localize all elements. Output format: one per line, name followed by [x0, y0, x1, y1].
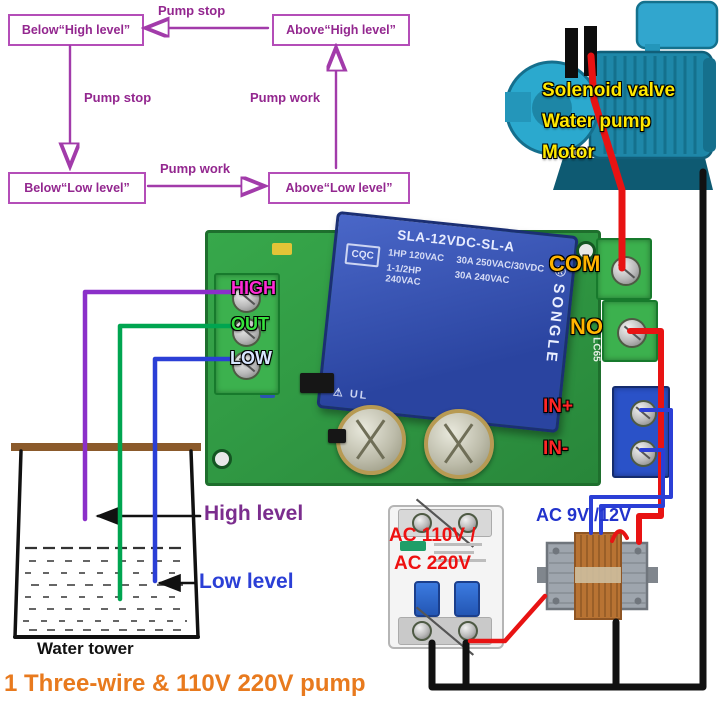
flow-box-label: Below“High level” [21, 23, 131, 37]
tank-rim [11, 443, 201, 451]
flow-box-label: Above“High level” [286, 23, 396, 37]
water-hatching [23, 546, 187, 631]
high-terminal-screw [232, 284, 261, 313]
in-plus-screw [630, 400, 657, 427]
pump-terminal-post-1 [565, 28, 578, 78]
coil-tape [575, 567, 621, 583]
high-level-label: High level [204, 502, 304, 525]
flow-label-pump-stop-top: Pump stop [158, 3, 226, 18]
core-bolt [552, 547, 560, 555]
transformer-illustration [537, 532, 658, 620]
no-screw [617, 318, 647, 348]
terminal-label-no: NO [570, 314, 603, 339]
pump-head-face [532, 88, 572, 128]
breaker-screw [458, 621, 478, 641]
ic-chip [300, 373, 334, 393]
tank-wall-right [189, 449, 200, 639]
flow-label-pump-work-bottom: Pump work [160, 161, 231, 176]
in-minus-screw [630, 440, 657, 467]
relay: SLA-12VDC-SL-A CQC 1HP 120VAC 30A 250VAC… [316, 210, 579, 434]
pump-inlet [505, 92, 531, 122]
relay-ratings: 1HP 120VAC 30A 250VAC/30VDC 1-1/2HP 240V… [385, 247, 545, 300]
diagram-title: 1 Three-wire & 110V 220V pump [4, 670, 366, 697]
breaker-voltage-label-2: AC 220V [394, 553, 472, 574]
low-level-label: Low level [199, 570, 294, 593]
transistor [328, 429, 346, 443]
pump-label-motor: Motor [542, 142, 595, 163]
ul-mark: UL [349, 388, 370, 403]
flow-label-pump-stop-left: Pump stop [84, 90, 152, 105]
breaker-toggle [414, 581, 440, 617]
terminal-label-in-plus: IN+ [543, 396, 574, 417]
pump-illustration [505, 0, 719, 190]
pump-label-water-pump: Water pump [542, 111, 652, 132]
cqc-mark: CQC [344, 243, 381, 268]
terminal-label-in-minus: IN- [543, 438, 569, 459]
flow-box-below-low: Below“Low level” [8, 172, 146, 204]
core-bolt [634, 597, 642, 605]
low-terminal-screw [232, 351, 261, 380]
flow-box-label: Below“Low level” [24, 181, 130, 195]
flow-box-above-high: Above“High level” [272, 14, 410, 46]
relay-rating: 30A 240VAC [454, 269, 510, 287]
component-capacitor-yellow [272, 243, 292, 255]
no-terminal-block [602, 300, 658, 362]
relay-cert-marks: ⚠ UL [332, 385, 369, 402]
pump-label-solenoid-valve: Solenoid valve [542, 80, 676, 101]
flow-box-below-high: Below“High level” [8, 14, 144, 46]
core-bolt [552, 597, 560, 605]
power-input-terminal-block [612, 386, 670, 478]
breaker-brand-mark [400, 541, 426, 551]
pump-terminal-post-2 [584, 26, 597, 76]
breaker-voltage-label-1: AC 110V / [389, 525, 476, 546]
warning-triangle-icon: ⚠ [332, 386, 346, 400]
motor-end-cap [703, 58, 716, 152]
flow-box-label: Above“Low level” [285, 181, 393, 195]
board-silkscreen: LC65 [590, 337, 602, 362]
water-tower-illustration [11, 443, 201, 639]
com-terminal-block [596, 238, 652, 300]
breaker-toggle [454, 581, 480, 617]
com-screw [611, 256, 641, 286]
water-tower-caption: Water tower [37, 639, 134, 658]
flow-label-pump-work-right: Pump work [250, 90, 321, 105]
capacitor [336, 405, 406, 475]
transformer-voltage-label: AC 9V /12V [536, 505, 632, 525]
terminal-label-com: COM [549, 251, 601, 276]
pump-top-tank [635, 0, 719, 50]
breaker-screw [412, 621, 432, 641]
terminal-label-low: LOW [230, 348, 272, 368]
relay-rating: 1HP 120VAC [387, 247, 445, 265]
capacitor [424, 409, 494, 479]
core-bolt [634, 547, 642, 555]
breaker-bottom-terminals [398, 617, 492, 645]
terminal-label-high: HIGH [231, 278, 276, 298]
mounting-hole [212, 449, 232, 469]
terminal-label-out: OUT [231, 314, 269, 334]
tank-wall-left [13, 449, 23, 639]
flow-box-above-low: Above“Low level” [268, 172, 410, 204]
relay-rating: 1-1/2HP 240VAC [384, 262, 422, 288]
